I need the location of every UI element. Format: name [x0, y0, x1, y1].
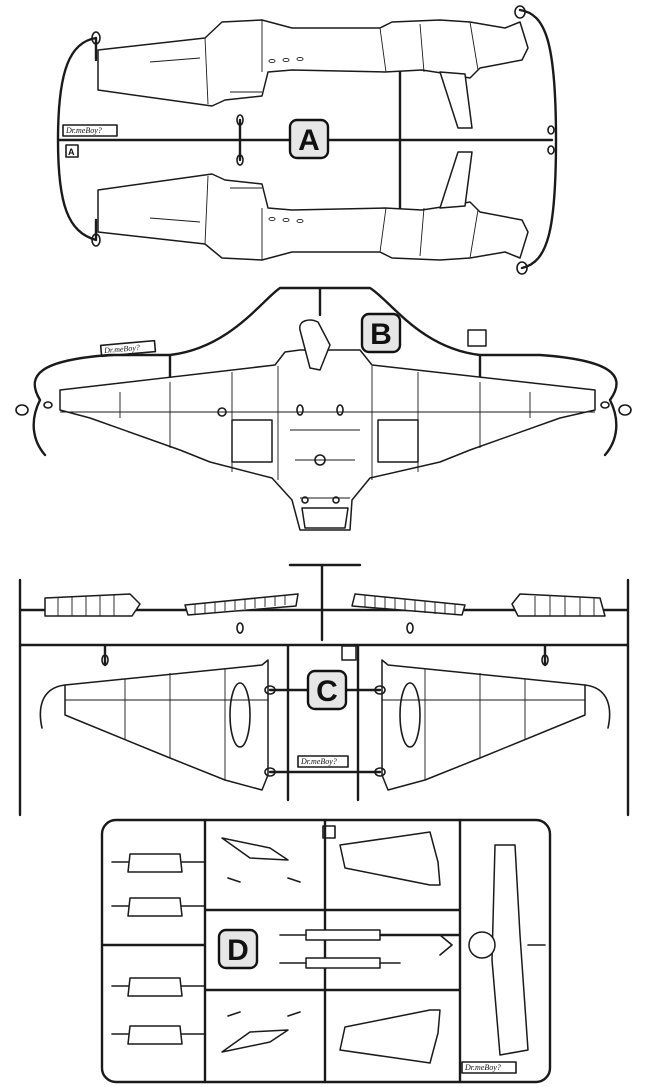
- sprue-c-label: C: [316, 675, 338, 708]
- sprue-b-label-box: [360, 312, 402, 354]
- sprue-c-label-box: [306, 669, 348, 711]
- sprue-a-bottom-holes: [268, 216, 304, 224]
- sprue-d-cockpit-part-bottom: [221, 1029, 289, 1053]
- sprue-a-top-holes: [268, 56, 304, 64]
- sprue-b-hole: [314, 454, 326, 466]
- sprue-a: Dr.meBoy? A A: [56, 5, 558, 275]
- sprue-b-wheel-well-right: [377, 419, 419, 463]
- sprue-c-small-part: [341, 645, 357, 661]
- sprue-a-corner-mark: A: [68, 147, 75, 157]
- sprue-a-gates: [91, 5, 555, 275]
- sprue-b-gates: [15, 401, 632, 416]
- sprue-d-brand-text: Dr.meBoy?: [464, 1063, 501, 1072]
- sprue-b-frame: [32, 286, 618, 457]
- sprue-d-label: D: [227, 934, 249, 967]
- sprue-a-tail-fin-bottom: [439, 151, 473, 209]
- sprue-d-stab-top: [339, 831, 441, 886]
- sprue-a-label-box: [288, 118, 330, 160]
- sprue-a-brand-tag: [62, 124, 118, 137]
- sprue-d-stab-bottom: [339, 1009, 441, 1064]
- sprue-d-brand-tag: [461, 1061, 517, 1074]
- sprue-b-small-part: [467, 329, 487, 347]
- sprue-c-brand-text: Dr.meBoy?: [300, 757, 337, 766]
- sprue-b-radiator-intake: [301, 507, 349, 529]
- sprue-b: Dr.meBoy? B: [15, 286, 632, 531]
- sprue-d-bar-bottom: [305, 957, 381, 969]
- sprue-b-label: B: [370, 318, 392, 351]
- sprue-c-wing-right: [381, 659, 586, 791]
- sprue-b-wheel-well-left: [231, 419, 273, 463]
- sprue-d-cockpit-part-top: [221, 837, 289, 861]
- sprue-c-wing-right-well: [399, 682, 421, 748]
- sprue-c: Dr.meBoy? C: [18, 563, 630, 817]
- sprue-b-hole-left: [217, 407, 227, 417]
- sprue-b-brand-tag: [99, 339, 157, 358]
- sprue-a-tail-fin-top: [439, 71, 473, 129]
- sprue-b-seat-part: [299, 319, 331, 371]
- sprue-a-brand-text: Dr.meBoy?: [65, 126, 102, 135]
- sprue-d: Dr.meBoy? D: [100, 818, 552, 1084]
- sprue-c-flaps: [44, 593, 606, 617]
- sprue-d-spinner: [468, 931, 496, 959]
- sprue-b-brand-text: Dr.meBoy?: [103, 343, 140, 355]
- sprue-c-wing-left-well: [229, 682, 251, 748]
- sprue-d-bar-top: [305, 929, 381, 941]
- sprue-a-corner-mark-box: [65, 144, 79, 158]
- sprue-a-label: A: [298, 124, 320, 157]
- sprue-c-gates: [101, 622, 549, 777]
- sprue-c-brand-tag: [297, 755, 349, 768]
- sprue-d-left-parts: [111, 853, 206, 1045]
- sprue-b-wing-lower: [59, 349, 596, 531]
- sprue-d-label-box: [217, 928, 259, 970]
- sprue-c-wing-left: [64, 659, 269, 791]
- sprue-d-tail-fin: [491, 844, 529, 1056]
